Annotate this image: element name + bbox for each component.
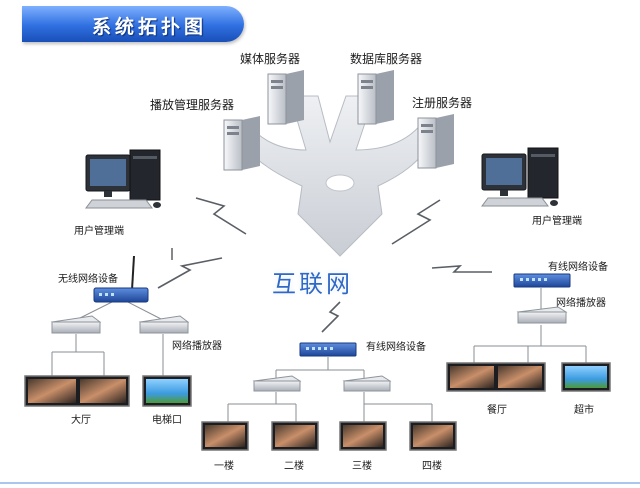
display-lobby	[24, 375, 130, 407]
label-media-server: 媒体服务器	[240, 52, 301, 66]
label-player-left: 网络播放器	[172, 341, 222, 352]
label-floor2: 二楼	[284, 461, 304, 472]
label-floor3: 三楼	[352, 461, 372, 472]
lightning-bolt-right-network	[431, 265, 492, 273]
display-floor1	[201, 421, 249, 451]
lightning-bolt-center	[321, 301, 341, 333]
switch-right-blue	[513, 273, 571, 288]
lightning-bolt-wireless	[157, 257, 223, 289]
lightning-bolt-right-user	[391, 199, 441, 245]
server-database	[357, 70, 394, 125]
display-supermarket	[561, 362, 611, 392]
label-database-server: 数据库服务器	[350, 52, 423, 66]
label-registration-server: 注册服务器	[412, 96, 473, 110]
switch-center-right	[342, 375, 392, 392]
lightning-bolt-left-user	[195, 197, 247, 235]
lightning-bolts	[157, 197, 492, 333]
label-elevator: 电梯口	[152, 415, 182, 426]
workstation-right	[481, 147, 559, 207]
label-floor4: 四楼	[422, 461, 442, 472]
display-floor2	[271, 421, 319, 451]
bottom-divider	[0, 482, 640, 484]
label-restaurant: 餐厅	[487, 405, 507, 416]
internet-label: 互联网	[272, 270, 353, 298]
display-floor3	[339, 421, 387, 451]
label-playback-management-server: 播放管理服务器	[150, 98, 235, 112]
label-wired-device-right: 有线网络设备	[548, 262, 608, 273]
label-supermarket: 超市	[574, 405, 594, 416]
label-player-right: 网络播放器	[556, 298, 606, 309]
server-media	[267, 70, 304, 125]
wireless-router	[93, 255, 149, 303]
switch-center-left	[252, 375, 302, 392]
label-user-management-left: 用户管理端	[74, 226, 124, 237]
display-floor4	[409, 421, 457, 451]
display-elevator	[142, 375, 192, 407]
label-wired-device-center: 有线网络设备	[366, 342, 426, 353]
switch-center-blue	[299, 342, 357, 357]
server-registration	[417, 114, 454, 169]
server-playback-management	[223, 116, 260, 171]
label-user-management-right: 用户管理端	[532, 216, 582, 227]
player-left-a	[50, 315, 102, 334]
player-right	[516, 306, 568, 324]
label-lobby: 大厅	[71, 415, 91, 426]
page-title: 系统拓扑图	[92, 16, 208, 38]
workstation-left	[85, 149, 161, 209]
display-restaurant	[446, 362, 546, 392]
title-banner: 系统拓扑图	[22, 6, 244, 42]
label-floor1: 一楼	[214, 461, 234, 472]
player-left-b	[138, 315, 190, 334]
label-wireless-device: 无线网络设备	[58, 274, 118, 285]
